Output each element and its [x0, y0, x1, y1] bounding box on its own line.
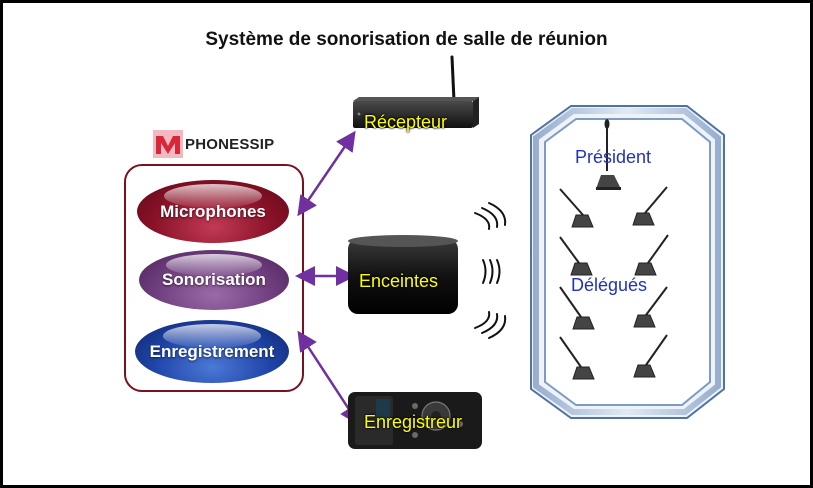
delegate-microphone-right-3: [633, 286, 668, 328]
enregistrement-label: Enregistrement: [149, 341, 275, 361]
sonorisation-label: Sonorisation: [162, 270, 266, 289]
microphones-label: Microphones: [160, 201, 266, 221]
diagram-title: Système de sonorisation de salle de réun…: [205, 29, 608, 50]
delegues-label: Délégués: [571, 275, 648, 295]
delegate-microphone-right-2: [634, 234, 669, 276]
delegate-microphone-left-4: [559, 336, 595, 380]
arrow-to-enregistreur: [297, 330, 360, 426]
enceintes-label: Enceintes: [359, 271, 439, 291]
enregistreur-label: Enregistreur: [364, 412, 463, 432]
delegate-microphone-right-1: [632, 186, 668, 226]
enregistreur-device: [348, 392, 482, 449]
logo-text: PHONESSIP: [185, 135, 275, 153]
arrow-to-recepteur: [297, 130, 356, 217]
delegate-microphone-left-3: [559, 286, 595, 330]
enceintes-device: [348, 235, 458, 314]
delegate-microphone-left-2: [559, 236, 593, 276]
phonessip-logo-mark: [153, 130, 183, 158]
sound-waves: [474, 202, 507, 339]
diagram-graphics: [295, 55, 725, 449]
microphones-node: Microphones: [137, 180, 289, 243]
sonorisation-node: Sonorisation: [139, 250, 289, 310]
conference-table: [530, 105, 725, 419]
delegate-microphones: [559, 186, 669, 380]
president-label: Président: [575, 147, 652, 167]
delegate-microphone-right-4: [633, 334, 668, 378]
enregistrement-node: Enregistrement: [135, 320, 289, 383]
president-microphone: [596, 119, 621, 190]
delegate-microphone-left-1: [559, 188, 594, 228]
recepteur-label: Récepteur: [364, 112, 448, 132]
recepteur-device: [353, 55, 479, 128]
phonessip-logo: PHONESSIP: [153, 130, 274, 158]
